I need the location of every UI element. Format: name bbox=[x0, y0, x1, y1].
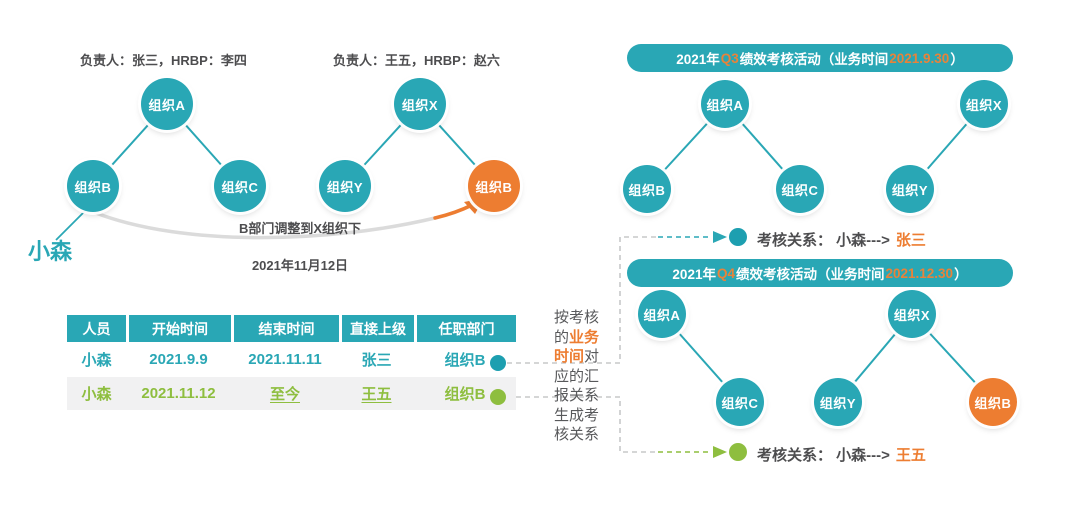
q3-quarter: Q3 bbox=[720, 50, 739, 66]
org-node-y: 组织Y bbox=[319, 160, 371, 212]
note-pre: 按考核的 bbox=[554, 309, 600, 346]
q3-relation-target: 张三 bbox=[895, 232, 926, 249]
org-node-c: 组织C bbox=[214, 160, 266, 212]
q3-org-node-y: 组织Y bbox=[886, 165, 934, 213]
cell-person: 小森 bbox=[81, 386, 112, 403]
q3-relation-dot bbox=[729, 228, 747, 246]
q4-quarter: Q4 bbox=[716, 265, 735, 281]
cell-manager: 张三 bbox=[361, 352, 392, 369]
q4-title-suffix: ） bbox=[954, 267, 968, 282]
q3-title-mid: 绩效考核活动（业务时间 bbox=[739, 52, 889, 67]
org-node-x: 组织X bbox=[394, 78, 446, 130]
q3-org-node-x: 组织X bbox=[960, 80, 1008, 128]
note-text: 按考核的业务时间对应的汇报关系生成考核关系 bbox=[554, 308, 602, 445]
q3-org-node-c: 组织C bbox=[776, 165, 824, 213]
header-person: 人员 bbox=[67, 315, 126, 342]
cell-start: 2021.9.9 bbox=[149, 351, 208, 368]
table-row: 小森 2021.11.12 至今 王五 组织B bbox=[67, 377, 516, 410]
table-header-row: 人员 开始时间 结束时间 直接上级 任职部门 bbox=[67, 315, 516, 342]
q4-org-node-a: 组织A bbox=[638, 290, 686, 338]
q4-org-node-b-moved: 组织B bbox=[969, 378, 1017, 426]
cell-start: 2021.11.12 bbox=[141, 385, 216, 402]
q3-title-suffix: ） bbox=[950, 52, 964, 67]
q3-relation-label: 考核关系： 小森---> bbox=[757, 232, 890, 249]
cell-person: 小森 bbox=[81, 352, 112, 369]
q4-relation-target: 王五 bbox=[895, 447, 926, 464]
q3-business-date: 2021.9.30 bbox=[889, 50, 950, 66]
q4-business-date: 2021.12.30 bbox=[885, 265, 954, 281]
header-start: 开始时间 bbox=[129, 315, 231, 342]
org-node-b: 组织B bbox=[67, 160, 119, 212]
org-node-a: 组织A bbox=[141, 78, 193, 130]
header-manager: 直接上级 bbox=[342, 315, 414, 342]
assignment-table: 人员 开始时间 结束时间 直接上级 任职部门 小森 2021.9.9 2021.… bbox=[67, 315, 516, 410]
q4-title-prefix: 2021年 bbox=[672, 267, 716, 282]
q4-org-node-c: 组织C bbox=[716, 378, 764, 426]
q3-title-prefix: 2021年 bbox=[676, 52, 720, 67]
q4-title-mid: 绩效考核活动（业务时间 bbox=[735, 267, 885, 282]
header-department: 任职部门 bbox=[417, 315, 516, 342]
q4-relation-text: 考核关系： 小森---> 王五 bbox=[757, 444, 926, 465]
note-highlight: 业务时间 bbox=[554, 328, 600, 366]
q3-org-node-a: 组织A bbox=[701, 80, 749, 128]
move-note-text: B部门调整到X组织下 bbox=[238, 221, 362, 236]
cell-end: 至今 bbox=[269, 386, 300, 403]
cell-end: 2021.11.11 bbox=[248, 351, 322, 368]
org-node-b-moved: 组织B bbox=[468, 160, 520, 212]
row1-relation-connector bbox=[507, 231, 727, 364]
q3-org-node-b: 组织B bbox=[623, 165, 671, 213]
row1-marker-dot bbox=[490, 355, 506, 371]
note-post: 对应的汇报关系生成考核关系 bbox=[554, 348, 600, 443]
cell-manager: 王五 bbox=[361, 386, 392, 403]
q4-relation-label: 考核关系： 小森---> bbox=[757, 447, 890, 464]
q4-relation-dot bbox=[729, 443, 747, 461]
cell-department: 组织B bbox=[444, 352, 486, 369]
header-end: 结束时间 bbox=[234, 315, 339, 342]
table-row: 小森 2021.9.9 2021.11.11 张三 组织B bbox=[67, 342, 516, 377]
move-date-text: 2021年11月12日 bbox=[251, 258, 349, 273]
q3-relation-text: 考核关系： 小森---> 张三 bbox=[757, 229, 926, 250]
q4-org-node-x: 组织X bbox=[888, 290, 936, 338]
row2-relation-connector bbox=[507, 396, 727, 458]
person-label: 小森 bbox=[28, 239, 73, 264]
q4-org-node-y: 组织Y bbox=[814, 378, 862, 426]
row2-marker-dot bbox=[490, 389, 506, 405]
tree-a-owner-caption: 负责人：张三，HRBP：李四 bbox=[80, 53, 247, 68]
cell-department: 组织B bbox=[444, 386, 486, 403]
person-link-line bbox=[55, 207, 89, 241]
tree-x-owner-caption: 负责人：王五，HRBP：赵六 bbox=[333, 53, 500, 68]
